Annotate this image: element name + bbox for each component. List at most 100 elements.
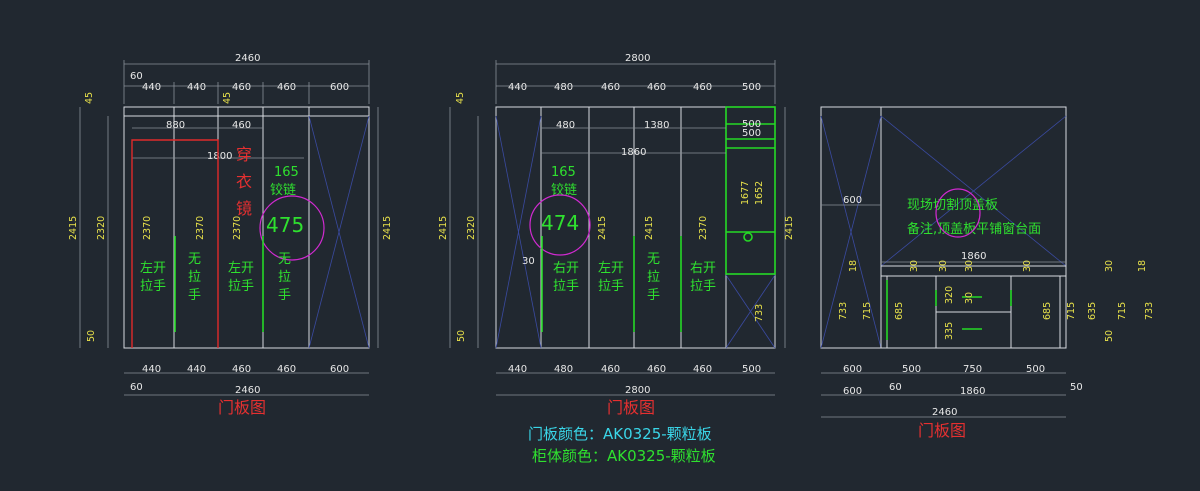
p1-bseg-2: 440 — [187, 364, 206, 375]
p3-b1-3: 750 — [963, 364, 982, 375]
p2-bseg-6: 500 — [742, 364, 761, 375]
p1-bseg-5: 600 — [330, 364, 349, 375]
p3-top-width: 600 — [843, 195, 862, 206]
p3-b2-1: 600 — [843, 386, 862, 397]
p2-right-total: 2415 — [784, 216, 795, 240]
p3-h715c: 715 — [1117, 302, 1128, 320]
p2-bseg-2: 480 — [554, 364, 573, 375]
p2-h-2: 2415 — [644, 216, 655, 240]
p2-door2-b: 拉手 — [598, 279, 624, 294]
panel-2: 2800 440 480 460 460 460 500 500 500 167… — [438, 53, 795, 417]
p1-door4-b: 拉 — [278, 270, 291, 285]
p1-dim-seg-4: 460 — [277, 82, 296, 93]
p2-mod-d5: 733 — [754, 304, 765, 322]
p1-inner-880: 880 — [166, 120, 185, 131]
p3-h320: 320 — [944, 286, 955, 304]
p2-top-gap: 45 — [455, 92, 466, 104]
p3-h685b: 685 — [1042, 302, 1053, 320]
p1-door1-b: 拉手 — [140, 279, 166, 294]
p2-seg-3: 460 — [601, 82, 620, 93]
p3-side: 50 — [1070, 382, 1083, 393]
p1-door4-c: 手 — [278, 288, 291, 303]
p1-door2-a: 无 — [188, 252, 201, 267]
p2-circle-num: 474 — [541, 211, 579, 235]
p3-h30e: 30 — [1104, 260, 1115, 272]
p2-seg-6: 500 — [742, 82, 761, 93]
p1-dim-offset: 60 — [130, 71, 143, 82]
p1-bseg-4: 460 — [277, 364, 296, 375]
p2-seg-2: 480 — [554, 82, 573, 93]
p1-door3-a: 左开 — [228, 261, 254, 276]
p2-dim-overall: 2800 — [625, 53, 650, 64]
p2-left-inner: 2320 — [466, 216, 477, 240]
p3-caption: 门板图 — [918, 421, 966, 440]
p3-h685a: 685 — [894, 302, 905, 320]
p2-hinge-count: 165 — [551, 165, 576, 180]
p1-hinge: 铰链 — [270, 183, 296, 198]
p1-mirror-3: 镜 — [236, 199, 252, 218]
p3-h635: 635 — [1087, 302, 1098, 320]
p1-caption: 门板图 — [218, 398, 266, 417]
p3-b2-3: 1860 — [960, 386, 985, 397]
p3-b1-2: 500 — [902, 364, 921, 375]
p3-b1-1: 600 — [843, 364, 862, 375]
p1-h-2: 2370 — [195, 216, 206, 240]
p1-h-1: 2370 — [142, 216, 153, 240]
p2-door2-a: 左开 — [598, 261, 624, 276]
p2-bseg-3: 460 — [601, 364, 620, 375]
p2-bottom: 50 — [456, 330, 467, 342]
p1-right-total: 2415 — [382, 216, 393, 240]
p2-inner-1380: 1380 — [644, 120, 669, 131]
p1-depth: 1800 — [207, 151, 232, 162]
door-color-note: 门板颜色：AK0325-颗粒板 — [528, 425, 712, 443]
p1-top-gap-left: 45 — [84, 92, 95, 104]
p1-bseg-3: 460 — [232, 364, 251, 375]
p3-h30a: 30 — [909, 260, 920, 272]
p3-h30c: 30 — [964, 260, 975, 272]
p2-door1-a: 右开 — [553, 261, 579, 276]
p1-door2-c: 手 — [188, 288, 201, 303]
p2-mod-d4: 1652 — [754, 181, 765, 205]
p3-h30-inner: 30 — [964, 292, 975, 304]
p3-note1: 现场切割顶盖板 — [907, 197, 998, 213]
p2-seg-1: 440 — [508, 82, 527, 93]
p1-dim-overall: 2460 — [235, 53, 260, 64]
p3-h30b: 30 — [938, 260, 949, 272]
panel-1: 2460 60 440 440 460 460 600 880 460 1800… — [68, 53, 393, 417]
p2-door3-a: 无 — [647, 252, 660, 267]
panel-3: 现场切割顶盖板 备注,顶盖板平铺窗台面 600 1860 18 30 30 30… — [820, 106, 1155, 440]
p2-h-3: 2370 — [698, 216, 709, 240]
p1-dim-seg-1: 440 — [142, 82, 161, 93]
p3-h733b: 733 — [1144, 302, 1155, 320]
p2-door4-a: 右开 — [690, 261, 716, 276]
p1-inner-460: 460 — [232, 120, 251, 131]
p2-mod-d3: 1677 — [740, 181, 751, 205]
p1-bottom: 50 — [86, 330, 97, 342]
p2-offset: 30 — [522, 256, 535, 267]
p2-mod-d2: 500 — [742, 128, 761, 139]
p3-h335: 335 — [944, 322, 955, 340]
p3-h715b: 715 — [1066, 302, 1077, 320]
p1-left-total: 2415 — [68, 216, 79, 240]
p2-hinge: 铰链 — [551, 183, 577, 198]
p1-mirror-2: 衣 — [236, 172, 252, 191]
p1-hinge-count: 165 — [274, 165, 299, 180]
p3-b1-4: 500 — [1026, 364, 1045, 375]
p2-boverall: 2800 — [625, 385, 650, 396]
p1-mirror-1: 穿 — [236, 145, 252, 164]
p1-door2-b: 拉 — [188, 270, 201, 285]
p1-door4-a: 无 — [278, 252, 291, 267]
p2-h-1: 2415 — [597, 216, 608, 240]
body-color-note: 柜体颜色：AK0325-颗粒板 — [532, 447, 716, 465]
p3-h715a: 715 — [862, 302, 873, 320]
p3-overall: 2460 — [932, 407, 957, 418]
p2-left-total: 2415 — [438, 216, 449, 240]
p2-bseg-5: 460 — [693, 364, 712, 375]
p3-h30d: 30 — [1022, 260, 1033, 272]
p3-mid-width: 1860 — [961, 251, 986, 262]
p1-top-gap: 45 — [222, 92, 233, 104]
p2-door1-b: 拉手 — [553, 279, 579, 294]
p1-bseg-1: 440 — [142, 364, 161, 375]
